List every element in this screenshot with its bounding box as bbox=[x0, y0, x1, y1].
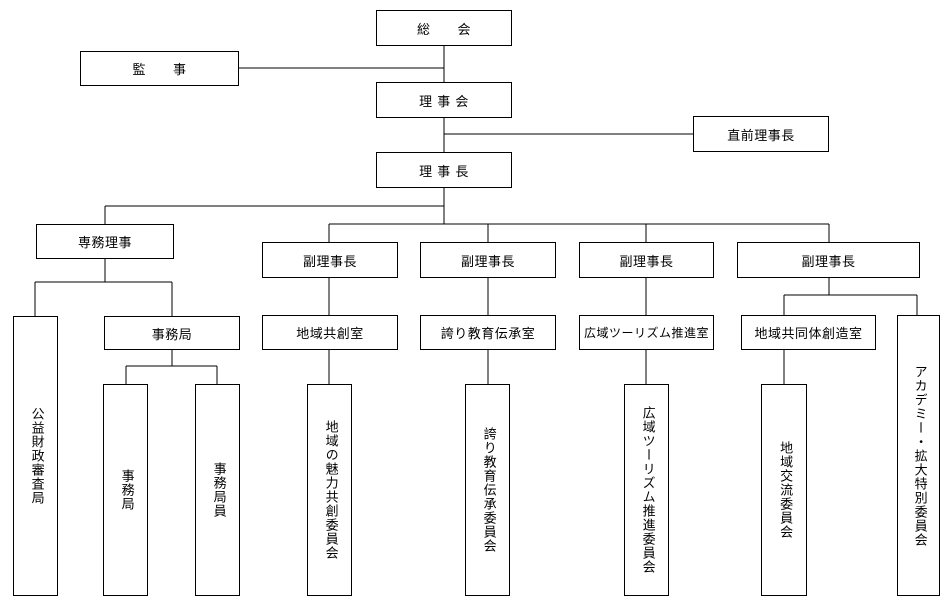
office-community-label: 地域共同体創造室 bbox=[754, 327, 863, 342]
vice-chair-box-3: 副理事長 bbox=[579, 242, 714, 278]
secretariat-office-box: 事務局 bbox=[103, 384, 148, 596]
auditor-label: 監 事 bbox=[132, 63, 187, 78]
secretariat-label: 事務局 bbox=[151, 327, 193, 343]
office-community-box: 地域共同体創造室 bbox=[741, 315, 876, 350]
office-tourism-label: 広域ツーリズム推進室 bbox=[583, 326, 709, 340]
office-regional-label: 地域共創室 bbox=[296, 327, 364, 342]
former-chair-label: 直前理事長 bbox=[727, 128, 795, 144]
vice-chair-label-2: 副理事長 bbox=[460, 254, 515, 270]
board-box: 理 事 会 bbox=[376, 82, 512, 118]
exec-director-label: 専務理事 bbox=[77, 236, 132, 251]
chair-label: 理 事 長 bbox=[419, 164, 469, 180]
committee-regional-label: 地域の魅力共創委員会 bbox=[322, 420, 338, 560]
committee-academy-box: アカデミー・拡大特別委員会 bbox=[897, 315, 940, 596]
secretariat-staff-box: 事務局員 bbox=[195, 384, 240, 596]
board-label: 理 事 会 bbox=[419, 94, 469, 110]
committee-exchange-label: 地域交流委員会 bbox=[777, 441, 793, 539]
committee-tourism-label: 広域ツーリズム推進委員会 bbox=[639, 406, 655, 574]
exec-director-box: 専務理事 bbox=[36, 224, 174, 259]
public-audit-bureau-box: 公益財政審査局 bbox=[13, 316, 58, 596]
committee-regional-box: 地域の魅力共創委員会 bbox=[307, 384, 352, 596]
office-pride-box: 誇り教育伝承室 bbox=[420, 315, 556, 350]
general-assembly-box: 総 会 bbox=[376, 10, 512, 46]
vice-chair-box-2: 副理事長 bbox=[420, 242, 556, 278]
committee-exchange-box: 地域交流委員会 bbox=[761, 384, 807, 596]
office-tourism-box: 広域ツーリズム推進室 bbox=[579, 315, 714, 350]
vice-chair-box-1: 副理事長 bbox=[262, 242, 398, 278]
committee-pride-label: 誇り教育伝承委員会 bbox=[480, 427, 496, 553]
vice-chair-box-4: 副理事長 bbox=[737, 242, 920, 278]
vice-chair-label-1: 副理事長 bbox=[302, 254, 357, 270]
general-assembly-label: 総 会 bbox=[416, 22, 471, 38]
vice-chair-label-4: 副理事長 bbox=[801, 254, 856, 270]
office-regional-box: 地域共創室 bbox=[262, 315, 398, 350]
vice-chair-label-3: 副理事長 bbox=[619, 254, 674, 270]
committee-tourism-box: 広域ツーリズム推進委員会 bbox=[624, 384, 669, 596]
secretariat-office-label: 事務局 bbox=[118, 469, 134, 511]
secretariat-staff-label: 事務局員 bbox=[210, 462, 226, 518]
committee-pride-box: 誇り教育伝承委員会 bbox=[465, 384, 510, 596]
office-pride-label: 誇り教育伝承室 bbox=[440, 327, 536, 342]
secretariat-box: 事務局 bbox=[104, 316, 240, 350]
former-chair-box: 直前理事長 bbox=[693, 116, 829, 152]
chair-box: 理 事 長 bbox=[376, 152, 512, 188]
public-audit-bureau-label: 公益財政審査局 bbox=[28, 407, 44, 505]
committee-academy-label: アカデミー・拡大特別委員会 bbox=[911, 364, 927, 547]
auditor-box: 監 事 bbox=[80, 51, 239, 86]
